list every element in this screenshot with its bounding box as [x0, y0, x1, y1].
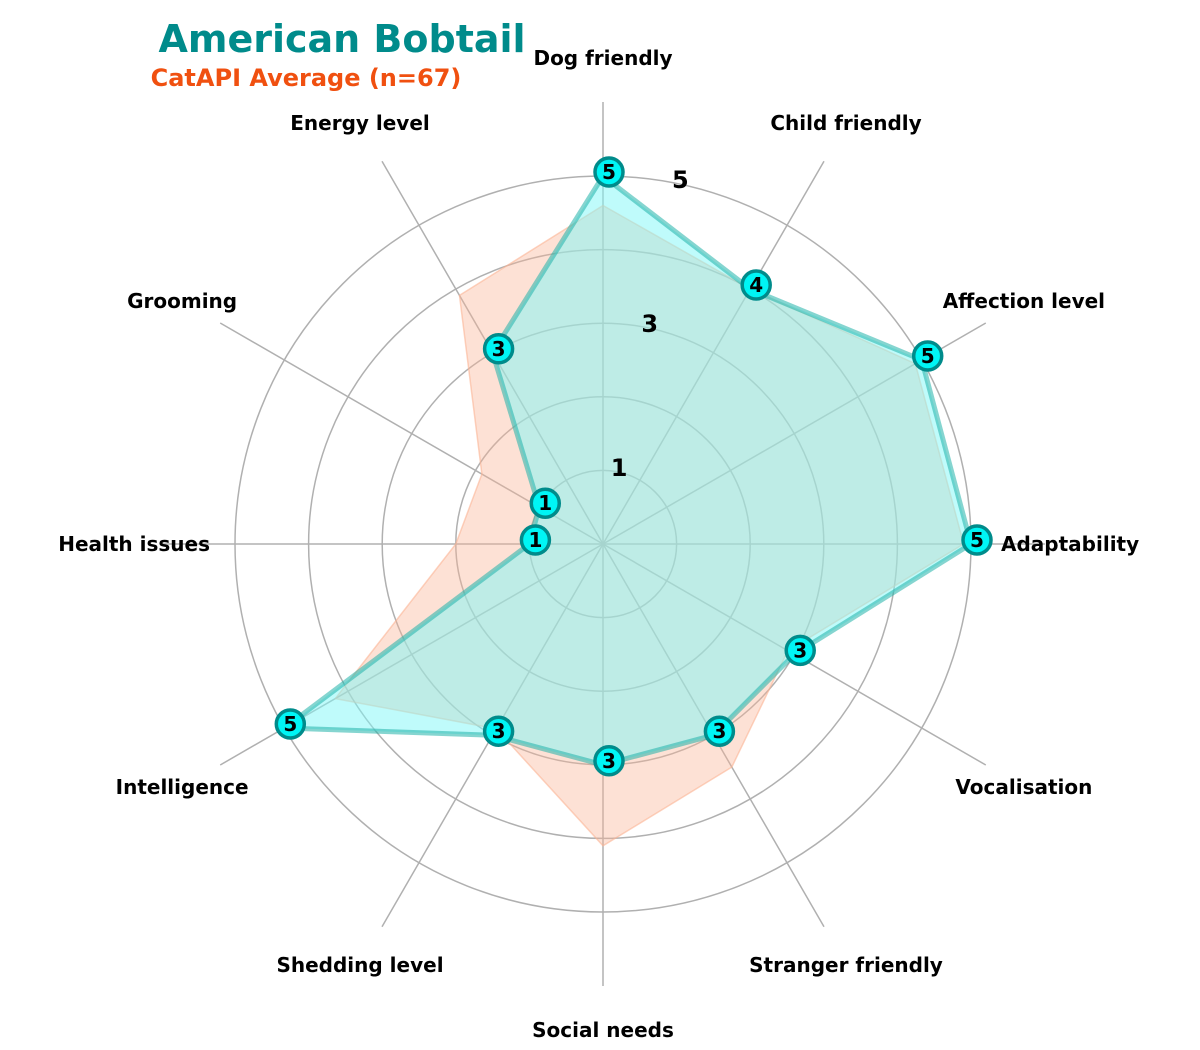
- chart-title: American Bobtail: [158, 17, 525, 61]
- marker-value: 3: [492, 719, 506, 743]
- axis-label-shedding-level: Shedding level: [276, 953, 443, 977]
- marker-social-needs: 3: [593, 745, 625, 777]
- axis-label-adaptability: Adaptability: [1001, 532, 1139, 556]
- marker-value: 4: [749, 273, 763, 297]
- breed-area: [281, 173, 974, 768]
- marker-value: 3: [793, 638, 807, 662]
- marker-energy-level: 3: [482, 333, 515, 365]
- marker-dot: [740, 269, 772, 301]
- marker-affection-level: 5: [911, 340, 944, 372]
- axis-label-dog-friendly: Dog friendly: [533, 46, 672, 70]
- marker-value: 3: [712, 719, 726, 743]
- marker-value: 5: [921, 344, 935, 368]
- axis-label-energy-level: Energy level: [290, 111, 430, 135]
- marker-value: 5: [283, 712, 297, 736]
- ring-label-5: 5: [672, 166, 689, 194]
- marker-dog-friendly: 5: [593, 156, 625, 188]
- marker-value: 1: [528, 528, 542, 552]
- axis-label-intelligence: Intelligence: [116, 775, 249, 799]
- axis-label-health-issues: Health issues: [58, 532, 210, 556]
- marker-dot: [703, 715, 736, 747]
- ring-label-1: 1: [611, 454, 628, 482]
- axis-label-stranger-friendly: Stranger friendly: [749, 953, 943, 977]
- breed-markers: 5 5 4 5 3 1 1 5 3 3 3 3: [274, 156, 993, 777]
- axis-label-affection-level: Affection level: [943, 289, 1105, 313]
- marker-value: 3: [492, 337, 506, 361]
- marker-value: 1: [538, 491, 552, 515]
- marker-value: 3: [602, 749, 616, 773]
- axis-label-social-needs: Social needs: [532, 1018, 674, 1042]
- marker-dot: [274, 708, 307, 740]
- breed-series: [281, 173, 974, 768]
- marker-dot: [482, 715, 515, 747]
- marker-dot: [593, 745, 625, 777]
- ring-labels: 1 3 5: [611, 166, 689, 482]
- marker-shedding-level: 3: [482, 715, 515, 747]
- chart-subtitle: CatAPI Average (n=67): [151, 64, 462, 92]
- marker-child-friendly: 4: [740, 269, 772, 301]
- marker-grooming: 1: [529, 487, 562, 519]
- marker-dot: [593, 156, 625, 188]
- marker-intelligence: 5: [274, 708, 307, 740]
- ring-label-3: 3: [641, 310, 658, 338]
- marker-adaptability: 5: [961, 524, 993, 556]
- marker-value: 5: [970, 528, 984, 552]
- marker-health-issues: 1: [519, 524, 552, 556]
- marker-vocalisation: 3: [784, 634, 816, 667]
- marker-value: 5: [602, 160, 616, 184]
- marker-dot: [529, 487, 562, 519]
- axis-label-child-friendly: Child friendly: [770, 111, 921, 135]
- marker-stranger-friendly: 3: [703, 715, 736, 747]
- axis-labels: Adaptability Affection level Child friendl…: [58, 46, 1139, 1042]
- marker-dot: [784, 634, 816, 667]
- marker-dot: [519, 524, 552, 556]
- marker-dot: [961, 524, 993, 556]
- marker-dot: [482, 333, 515, 365]
- axis-label-grooming: Grooming: [127, 289, 237, 313]
- axis-label-vocalisation: Vocalisation: [955, 775, 1092, 799]
- marker-dot: [911, 340, 944, 372]
